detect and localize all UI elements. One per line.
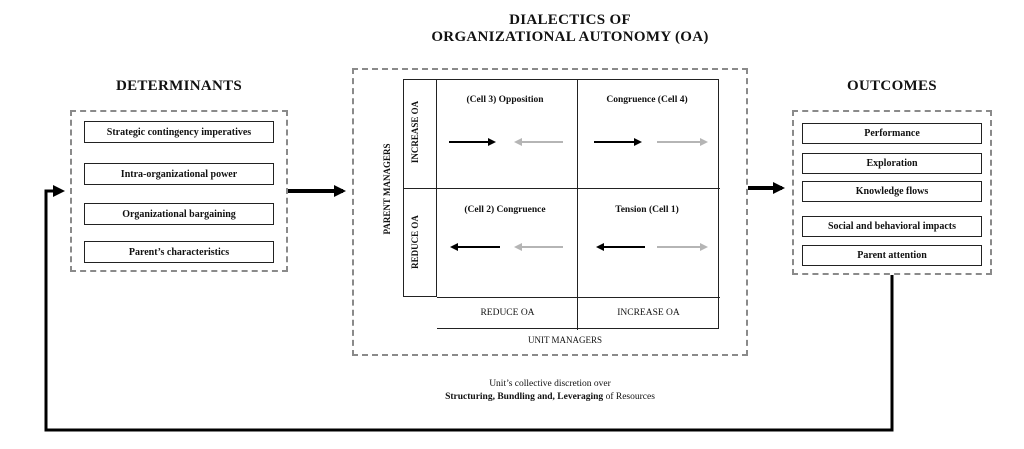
unit-managers-axis-label: UNIT MANAGERS xyxy=(527,335,603,345)
cell-4-label: Congruence (Cell 4) xyxy=(606,95,688,105)
matrix-grid xyxy=(403,79,720,330)
feedback-rest-text: of Resources xyxy=(603,392,655,402)
cell-2-label: (Cell 2) Congruence xyxy=(464,205,546,215)
feedback-caption: Unit’s collective discretion over Struct… xyxy=(370,378,730,404)
determinant-item: Intra-organizational power xyxy=(84,163,274,185)
col-label-increase-oa: INCREASE OA xyxy=(617,308,680,318)
outcomes-panel: Performance Exploration Knowledge flows … xyxy=(792,110,992,275)
determinants-heading: DETERMINANTS xyxy=(115,78,243,94)
cell-3-label: (Cell 3) Opposition xyxy=(466,95,544,105)
outcomes-heading: OUTCOMES xyxy=(847,78,937,94)
cell-1-label: Tension (Cell 1) xyxy=(615,205,679,215)
feedback-line-2: Structuring, Bundling and, Leveraging of… xyxy=(370,391,730,404)
outcome-item: Exploration xyxy=(802,153,982,174)
matrix-panel xyxy=(352,68,748,356)
determinant-item: Organizational bargaining xyxy=(84,203,274,225)
feedback-bold-text: Structuring, Bundling and, Leveraging xyxy=(445,392,604,402)
title-line-2: ORGANIZATIONAL AUTONOMY (OA) xyxy=(431,29,709,45)
outcome-item: Performance xyxy=(802,123,982,144)
determinant-item: Strategic contingency imperatives xyxy=(84,121,274,143)
feedback-loop-line xyxy=(44,185,894,432)
determinant-item: Parent’s characteristics xyxy=(84,241,274,263)
page-title: DIALECTICS OF ORGANIZATIONAL AUTONOMY (O… xyxy=(380,12,760,46)
outcome-item: Social and behavioral impacts xyxy=(802,216,982,237)
outcome-item: Knowledge flows xyxy=(802,181,982,202)
title-line-1: DIALECTICS OF xyxy=(509,12,631,28)
determinants-panel: Strategic contingency imperatives Intra-… xyxy=(70,110,288,272)
feedback-line-1: Unit’s collective discretion over xyxy=(489,379,611,389)
col-label-reduce-oa: REDUCE OA xyxy=(480,308,535,318)
outcome-item: Parent attention xyxy=(802,245,982,266)
